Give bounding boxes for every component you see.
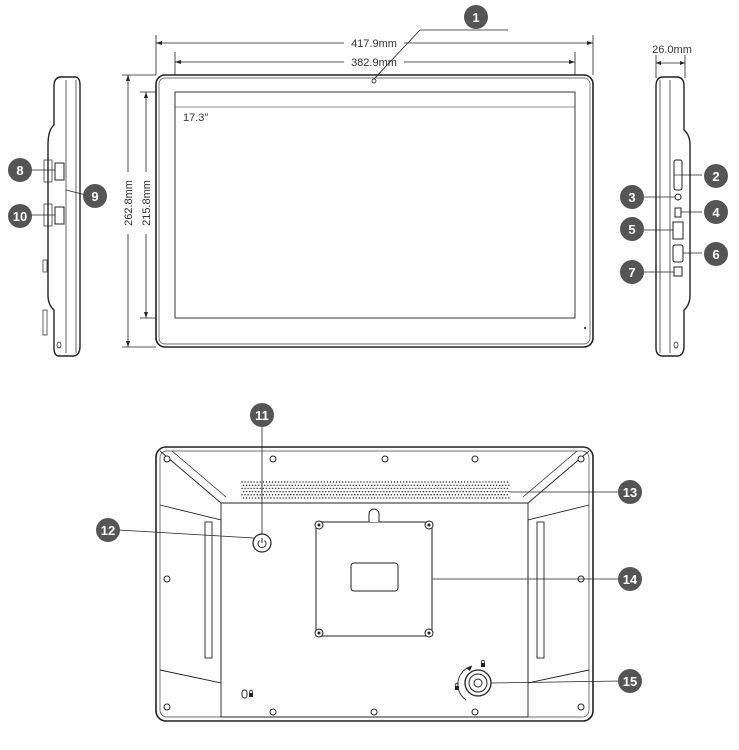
callout-2: 2 [704, 164, 728, 188]
speaker-grille [240, 480, 510, 500]
right-side-view: 26.0mm [644, 44, 702, 357]
hdmi-port [672, 244, 684, 263]
inner-width-label: 382.9mm [351, 57, 397, 69]
vesa-label-area [350, 562, 399, 592]
left-port-8 [54, 162, 65, 181]
svg-text:5: 5 [628, 222, 635, 237]
usb-port [672, 221, 684, 240]
left-grip-slot [204, 521, 213, 659]
callout-3: 3 [620, 185, 644, 209]
outer-height-label: 262.8mm [123, 180, 135, 226]
left-side-view [30, 76, 87, 357]
svg-text:12: 12 [101, 523, 115, 538]
left-port-10 [54, 206, 65, 225]
dc-port [673, 266, 683, 277]
callout-4: 4 [704, 200, 728, 224]
micro-usb-port [674, 207, 682, 218]
lock-slot [241, 689, 253, 699]
svg-text:14: 14 [623, 572, 638, 587]
svg-text:7: 7 [628, 265, 635, 280]
callout-6: 6 [704, 242, 728, 266]
callout-5: 5 [620, 217, 644, 241]
svg-text:4: 4 [712, 205, 720, 220]
callout-7: 7 [620, 260, 644, 284]
keyhole-hanger [368, 508, 380, 522]
right-grip-slot [536, 521, 545, 659]
svg-text:6: 6 [712, 247, 719, 262]
callout-14: 14 [618, 567, 642, 591]
power-icon [257, 538, 267, 549]
audio-jack [674, 193, 682, 201]
callout-13: 13 [618, 480, 642, 504]
svg-text:15: 15 [623, 674, 637, 689]
callout-15: 15 [618, 669, 642, 693]
back-view [117, 425, 621, 722]
callout-10: 10 [8, 204, 32, 228]
lock-icon [481, 659, 485, 667]
screen-size-label: 17.3″ [183, 112, 208, 124]
screen-area [174, 91, 576, 319]
speaker-grille-dots [241, 481, 510, 499]
svg-text:13: 13 [623, 485, 637, 500]
indicator-light-icon [584, 327, 586, 329]
depth-label: 26.0mm [652, 44, 692, 56]
svg-text:10: 10 [13, 209, 27, 224]
lock-icon [249, 689, 253, 697]
svg-text:3: 3 [628, 190, 635, 205]
callout-12: 12 [96, 518, 120, 542]
svg-text:1: 1 [472, 10, 479, 25]
callout-1: 1 [464, 5, 488, 29]
callouts: 1 2 3 4 5 6 7 8 9 10 11 12 13 14 15 [8, 5, 728, 693]
callout-8: 8 [8, 158, 32, 182]
callout-11: 11 [250, 403, 274, 427]
inner-height-label: 215.8mm [141, 180, 153, 226]
unlock-icon [455, 682, 459, 690]
outer-width-label: 417.9mm [351, 38, 397, 50]
svg-text:11: 11 [255, 408, 269, 423]
svg-text:2: 2 [712, 169, 719, 184]
svg-text:8: 8 [16, 163, 23, 178]
callout-9: 9 [83, 184, 107, 208]
front-view: 417.9mm 382.9mm 262.8mm 215.8mm 17.3″ [121, 29, 594, 348]
svg-text:9: 9 [91, 189, 98, 204]
